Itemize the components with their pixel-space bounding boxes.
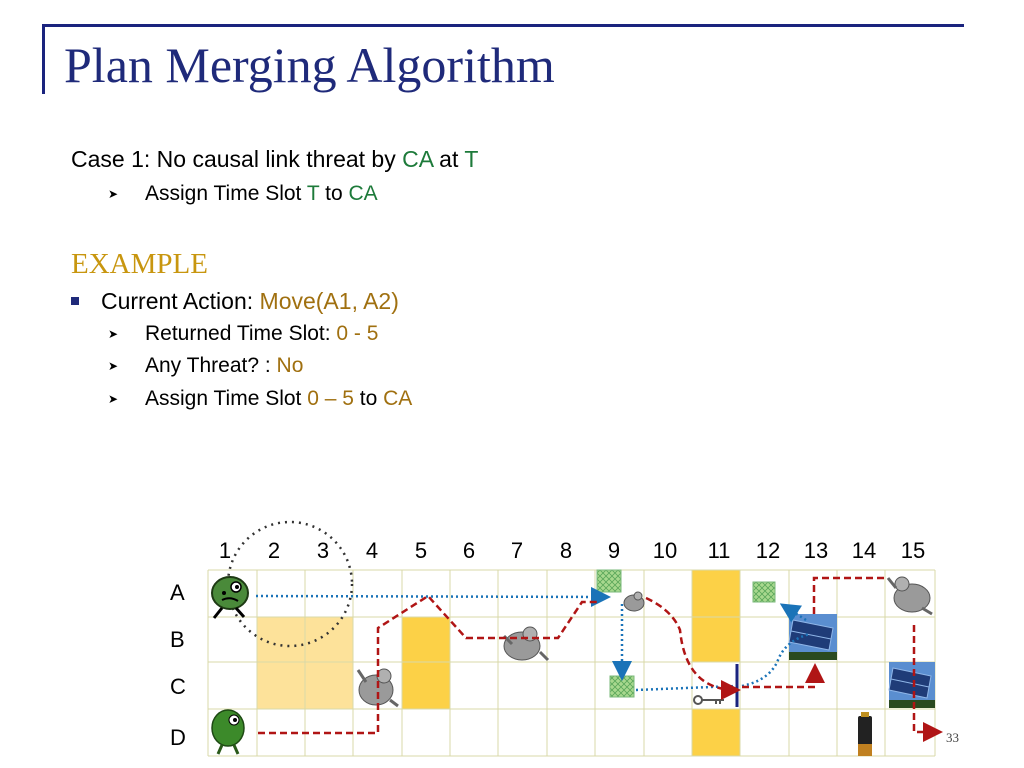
slide-frame-left (42, 24, 45, 94)
example-heading: EXAMPLE (71, 248, 208, 280)
col-label-15: 15 (900, 538, 926, 563)
row-label-d: D (170, 725, 186, 750)
sub-to: to (319, 182, 349, 205)
green-crosshatch-square-icon (752, 581, 776, 603)
case-ca: CA (402, 146, 433, 172)
case-sub-line: ➤ Assign Time Slot T to CA (108, 183, 378, 204)
row-label-b: B (170, 627, 185, 652)
solar-panel-icon (788, 614, 837, 660)
green-crosshatch-square-icon (596, 569, 622, 593)
case-line: Case 1: No causal link threat by CA at T (71, 148, 478, 171)
col-label-2: 2 (267, 538, 281, 563)
col-label-9: 9 (607, 538, 621, 563)
green-crosshatch-square-icon (609, 675, 635, 698)
square-bullet-icon (71, 296, 79, 305)
arrow-bullet-icon: ➤ (108, 359, 119, 374)
slide-frame-top (42, 24, 964, 27)
col-label-12: 12 (755, 538, 781, 563)
battery-icon (858, 712, 872, 756)
grey-creature-icon (886, 576, 933, 616)
solar-panel-icon (888, 662, 935, 708)
sub-ca: CA (348, 182, 378, 205)
case-t: T (464, 146, 479, 172)
red-path (258, 576, 943, 742)
row-label-a: A (170, 580, 185, 605)
grey-creature-icon (623, 591, 645, 612)
col-label-6: 6 (462, 538, 476, 563)
sub-t: T (306, 182, 320, 205)
current-action-value: Move(A1, A2) (259, 288, 399, 314)
assign-label: Assign Time Slot (145, 387, 308, 410)
slot-cell (692, 570, 740, 662)
returned-slot-line: ➤ Returned Time Slot: 0 - 5 (108, 323, 378, 344)
col-label-3: 3 (316, 538, 330, 563)
grey-creature-icon (356, 668, 399, 708)
current-action-label: Current Action: (101, 288, 260, 314)
arrow-bullet-icon: ➤ (108, 187, 119, 202)
col-label-11: 11 (707, 538, 731, 563)
col-label-1: 1 (218, 538, 232, 563)
returned-slot-value: 0 - 5 (336, 322, 379, 345)
green-agent-face-icon (211, 576, 249, 619)
col-label-5: 5 (414, 538, 428, 563)
highlight-circle (226, 520, 354, 648)
returned-slot-label: Returned Time Slot: (145, 322, 337, 345)
case-at: at (432, 146, 465, 172)
col-label-4: 4 (365, 538, 379, 563)
case-prefix: Case 1: No causal link threat by (71, 146, 403, 172)
grid-lines (207, 569, 936, 757)
arrow-bullet-icon: ➤ (108, 327, 119, 342)
assign-to: to (353, 387, 384, 410)
slide-title: Plan Merging Algorithm (64, 37, 555, 93)
row-label-c: C (170, 674, 186, 699)
col-label-7: 7 (510, 538, 524, 563)
threat-value: No (276, 354, 304, 377)
grey-creature-icon (502, 626, 550, 662)
sub-prefix: Assign Time Slot (145, 182, 307, 205)
threat-line: ➤ Any Threat? : No (108, 355, 303, 376)
col-label-13: 13 (803, 538, 829, 563)
threat-label: Any Threat? : (145, 354, 277, 377)
slot-cell (402, 617, 450, 709)
assign-line: ➤ Assign Time Slot 0 – 5 to CA (108, 388, 412, 409)
blue-path (255, 586, 811, 692)
slot-cell (257, 617, 305, 709)
arrow-bullet-icon: ➤ (108, 392, 119, 407)
col-label-10: 10 (652, 538, 678, 563)
slot-cell (305, 617, 353, 709)
slot-cell (692, 709, 740, 756)
current-action-line: Current Action: Move(A1, A2) (71, 290, 399, 313)
key-icon (693, 695, 724, 705)
col-label-14: 14 (851, 538, 877, 563)
col-label-8: 8 (559, 538, 573, 563)
slide-number: 33 (946, 730, 959, 745)
assign-ca: CA (383, 387, 413, 410)
assign-value: 0 – 5 (307, 387, 354, 410)
green-agent-icon (211, 709, 245, 755)
